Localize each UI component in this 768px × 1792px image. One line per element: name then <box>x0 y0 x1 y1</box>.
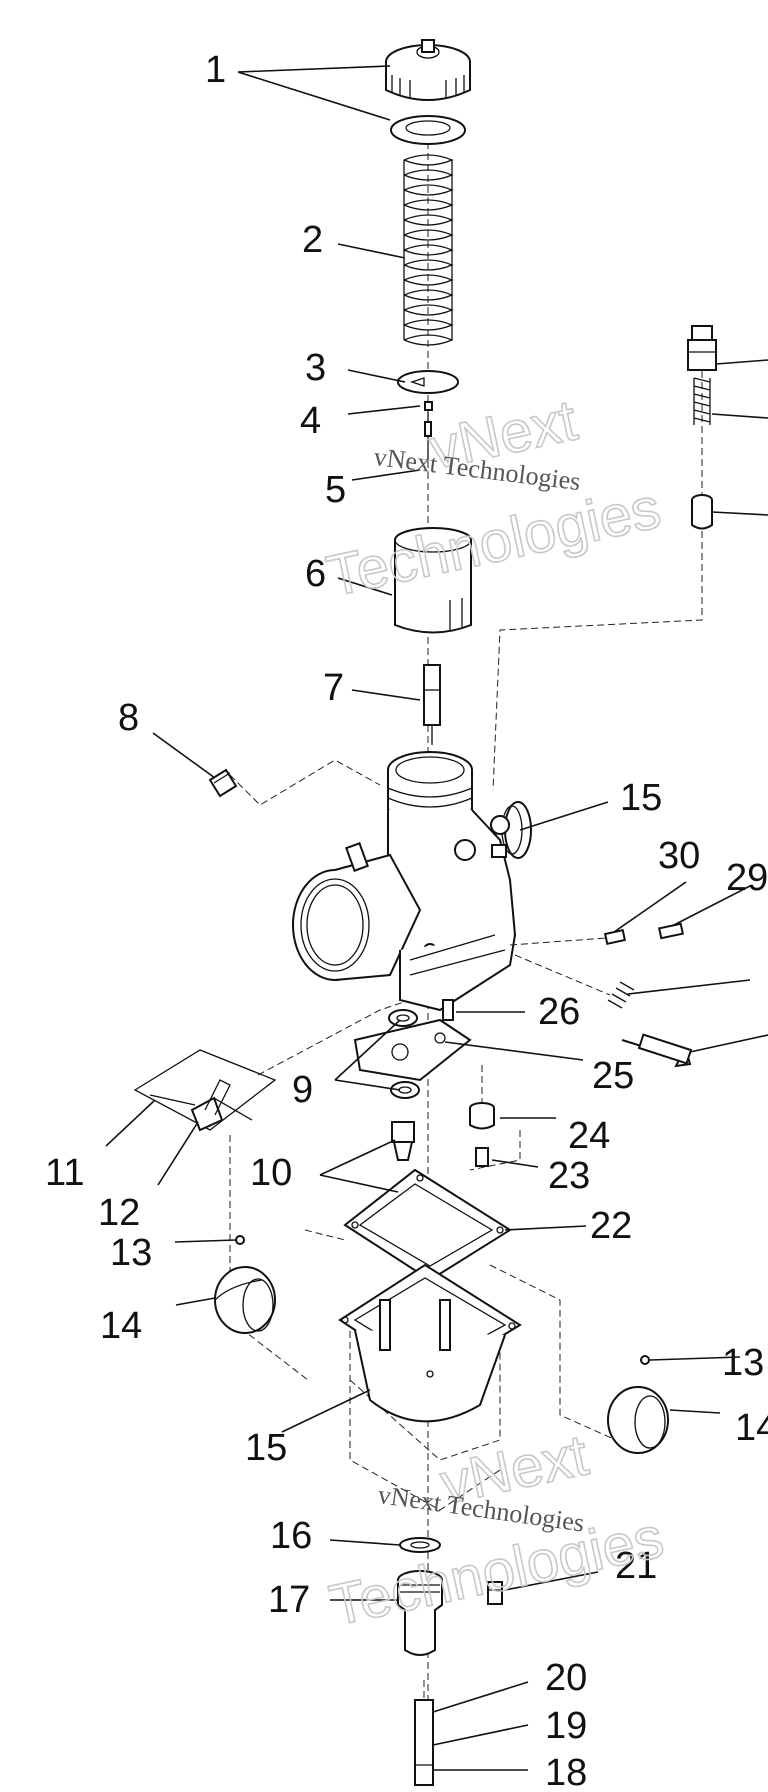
leader-lines <box>105 65 768 1771</box>
part-float-arm <box>133 1049 277 1132</box>
callout-label: 30 <box>658 835 700 877</box>
callout-label: 4 <box>300 400 321 442</box>
part-idle-screw <box>514 954 693 1068</box>
callout-label: 26 <box>538 991 580 1033</box>
callout-label: 29 <box>726 857 768 899</box>
callout-label: 14 <box>735 1407 768 1449</box>
callout-label: 9 <box>292 1069 313 1111</box>
part-top-cap <box>385 39 471 145</box>
callout-label: 24 <box>568 1115 610 1157</box>
callout-label: 11 <box>45 1152 84 1194</box>
part-drain-assembly <box>397 1537 503 1786</box>
callout-label: 6 <box>305 553 326 595</box>
part-float-left <box>214 1235 276 1334</box>
watermark-top: vNext Technologies vNext Technologies <box>321 387 667 610</box>
callout-label: 20 <box>545 1657 587 1699</box>
callout-numbers: 1 2 3 4 5 6 7 8 15 30 29 26 25 9 24 23 2… <box>45 49 768 1792</box>
callout-label: 18 <box>545 1752 587 1792</box>
callout-label: 10 <box>250 1152 292 1194</box>
part-small-screws <box>509 922 684 946</box>
part-float-right <box>607 1355 669 1454</box>
callout-label: 3 <box>305 347 326 389</box>
callout-label: 25 <box>592 1055 634 1097</box>
callout-label: 23 <box>548 1155 590 1197</box>
part-carburetor-body <box>292 751 532 1012</box>
part-spring <box>403 154 454 346</box>
watermark-brand-bottom: Technologies <box>321 475 666 609</box>
part-needle-jet <box>423 664 441 745</box>
callout-label: 13 <box>110 1232 152 1274</box>
callout-label: 5 <box>325 469 346 511</box>
callout-label: 12 <box>98 1192 140 1234</box>
callout-label: 15 <box>620 777 662 819</box>
callout-label: 15 <box>245 1427 287 1469</box>
callout-label: 7 <box>323 667 344 709</box>
callout-label: 22 <box>590 1205 632 1247</box>
part-throttle-slide <box>394 527 472 634</box>
callout-label: 13 <box>722 1342 764 1384</box>
callout-label: 14 <box>100 1305 142 1347</box>
callout-label: 2 <box>302 219 323 261</box>
part-retainer-needle <box>397 370 459 460</box>
part-pilot-screw <box>208 768 238 798</box>
callout-label: 21 <box>615 1545 657 1587</box>
part-float-bowl <box>338 1263 522 1423</box>
callout-label: 17 <box>268 1579 310 1621</box>
part-washers <box>388 1009 420 1099</box>
part-main-jet <box>469 1102 495 1167</box>
callout-label: 1 <box>205 49 226 91</box>
callout-label: 19 <box>545 1705 587 1747</box>
callout-label: 8 <box>118 697 139 739</box>
callout-label: 16 <box>270 1515 312 1557</box>
part-right-fittings <box>687 325 717 530</box>
watermark-bottom: vNext Technologies vNext Technologies <box>323 1422 669 1640</box>
